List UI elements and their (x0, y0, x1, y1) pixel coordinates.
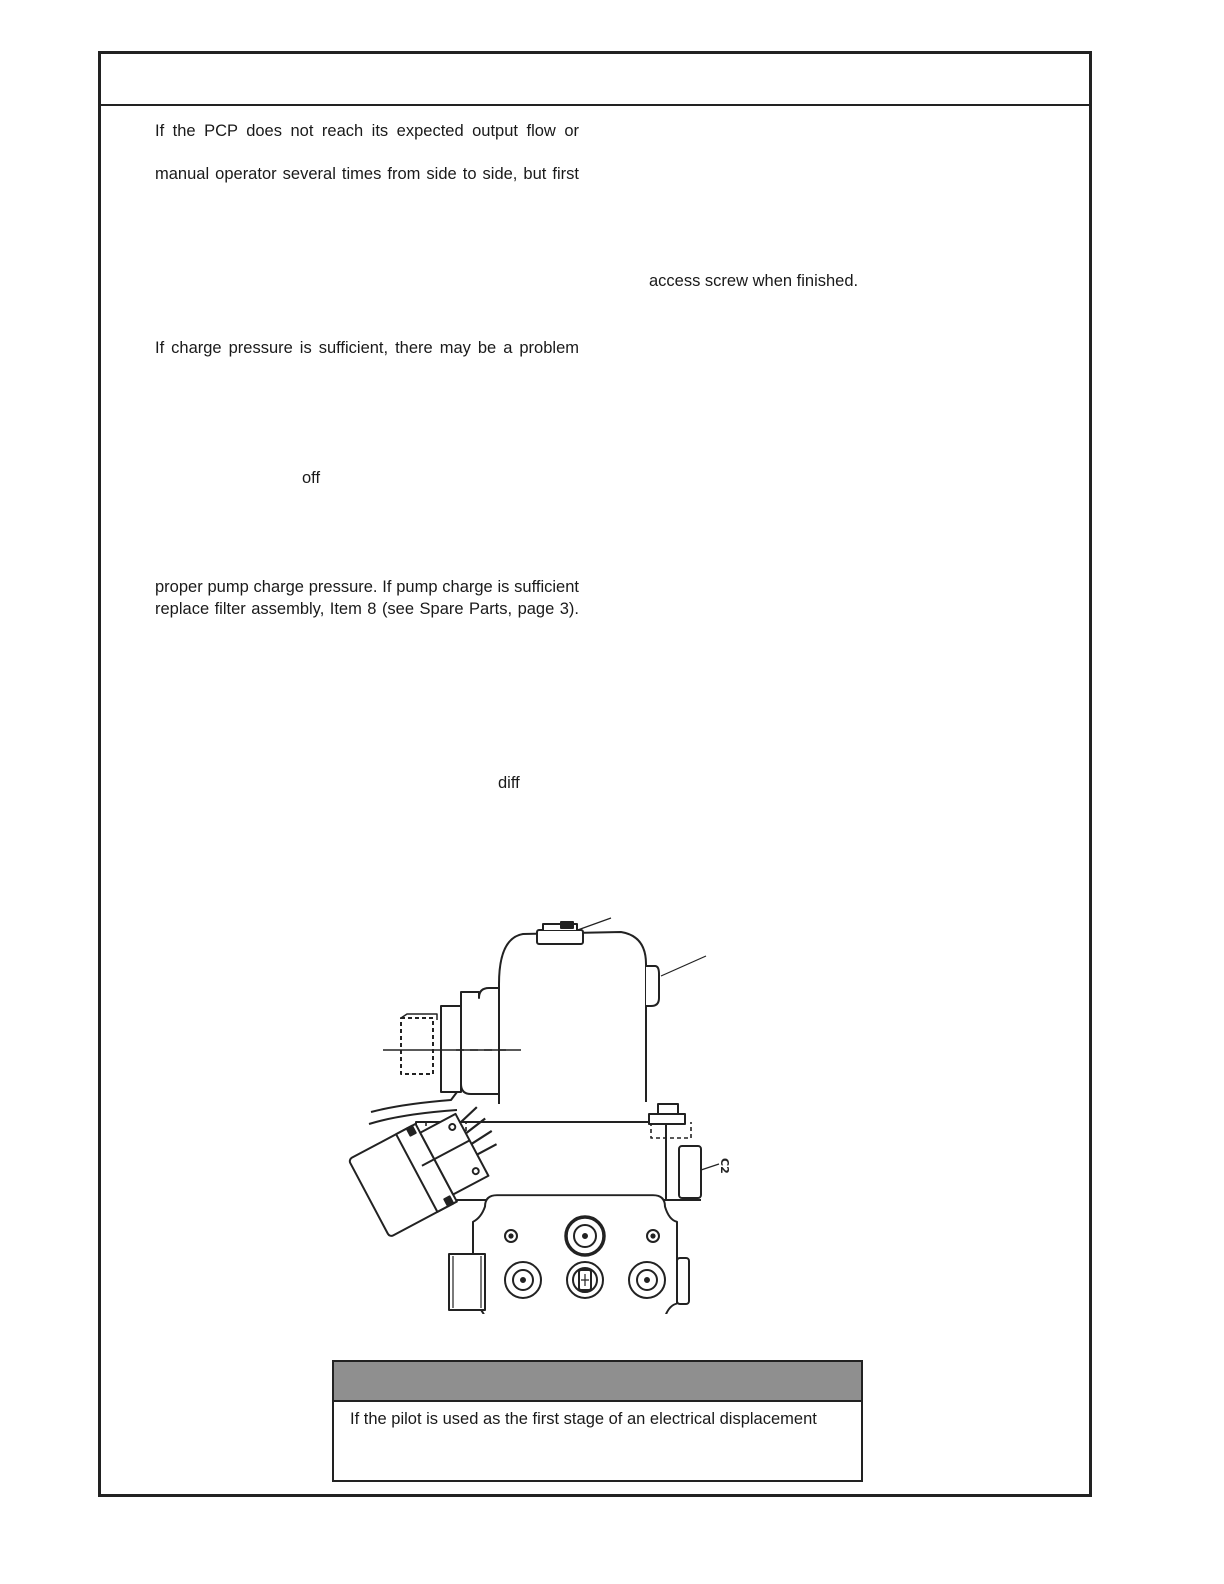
left-neck (440, 1005, 462, 1093)
paragraph-3-line-1: If charge pressure is sufficient, there … (155, 339, 579, 357)
connector-plug (348, 1106, 498, 1237)
leader-line-right (660, 955, 707, 977)
note-text: If the pilot is used as the first stage … (350, 1410, 817, 1428)
paragraph-5-line-2: replace filter assembly, Item 8 (see Spa… (155, 600, 579, 618)
right-knob (646, 965, 660, 1007)
paragraph-1-line-1: If the PCP does not reach its expected o… (155, 122, 579, 140)
port-c2-label: C2 (718, 1158, 731, 1174)
paragraph-6-fragment: diff (498, 774, 520, 792)
plan-left-port (448, 1253, 486, 1311)
top-cap (536, 929, 584, 945)
pilot-valve-diagram: C1 C2 (348, 917, 731, 1314)
note-box: If the pilot is used as the first stage … (332, 1360, 863, 1482)
paragraph-4-fragment: off (302, 469, 321, 487)
paragraph-2-line-1: access screw when finished. (649, 272, 859, 290)
header-bar (101, 54, 1089, 106)
upper-housing-main (498, 931, 647, 1104)
cable (370, 1091, 458, 1113)
note-header (334, 1362, 861, 1402)
paragraph-1-line-2: manual operator several times from side … (155, 165, 579, 183)
port-c2 (678, 1145, 702, 1199)
left-cylinder (400, 1017, 434, 1075)
paragraph-5-line-1: proper pump charge pressure. If pump cha… (155, 578, 579, 596)
plan-view-body (472, 1194, 678, 1314)
page-frame: If the PCP does not reach its expected o… (98, 51, 1092, 1497)
